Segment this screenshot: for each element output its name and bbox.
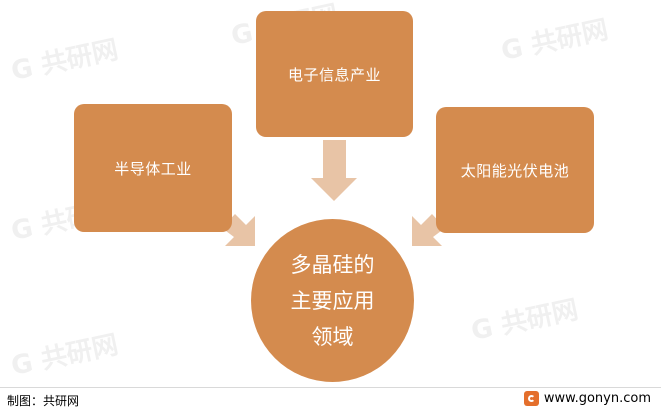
logo-icon [523, 391, 539, 406]
site-url: www.gonyn.com [543, 391, 651, 406]
box-label: 太阳能光伏电池 [460, 161, 570, 180]
box-label: 电子信息产业 [287, 65, 381, 84]
box-label: 半导体工业 [114, 159, 192, 178]
box-semiconductor-industry: 半导体工业 [74, 104, 232, 232]
box-solar-pv-cells: 太阳能光伏电池 [436, 107, 594, 233]
footer-divider [0, 387, 661, 388]
arrow-down [311, 140, 357, 201]
center-line: 领域 [311, 324, 354, 349]
box-electronics-industry: 电子信息产业 [256, 11, 413, 137]
center-line: 主要应用 [290, 288, 375, 313]
center-line: 多晶硅的 [290, 252, 375, 277]
source-note: 制图：共研网 [7, 394, 80, 408]
center-circle: 多晶硅的 主要应用 领域 [251, 219, 414, 382]
site-credit: www.gonyn.com [523, 391, 651, 406]
